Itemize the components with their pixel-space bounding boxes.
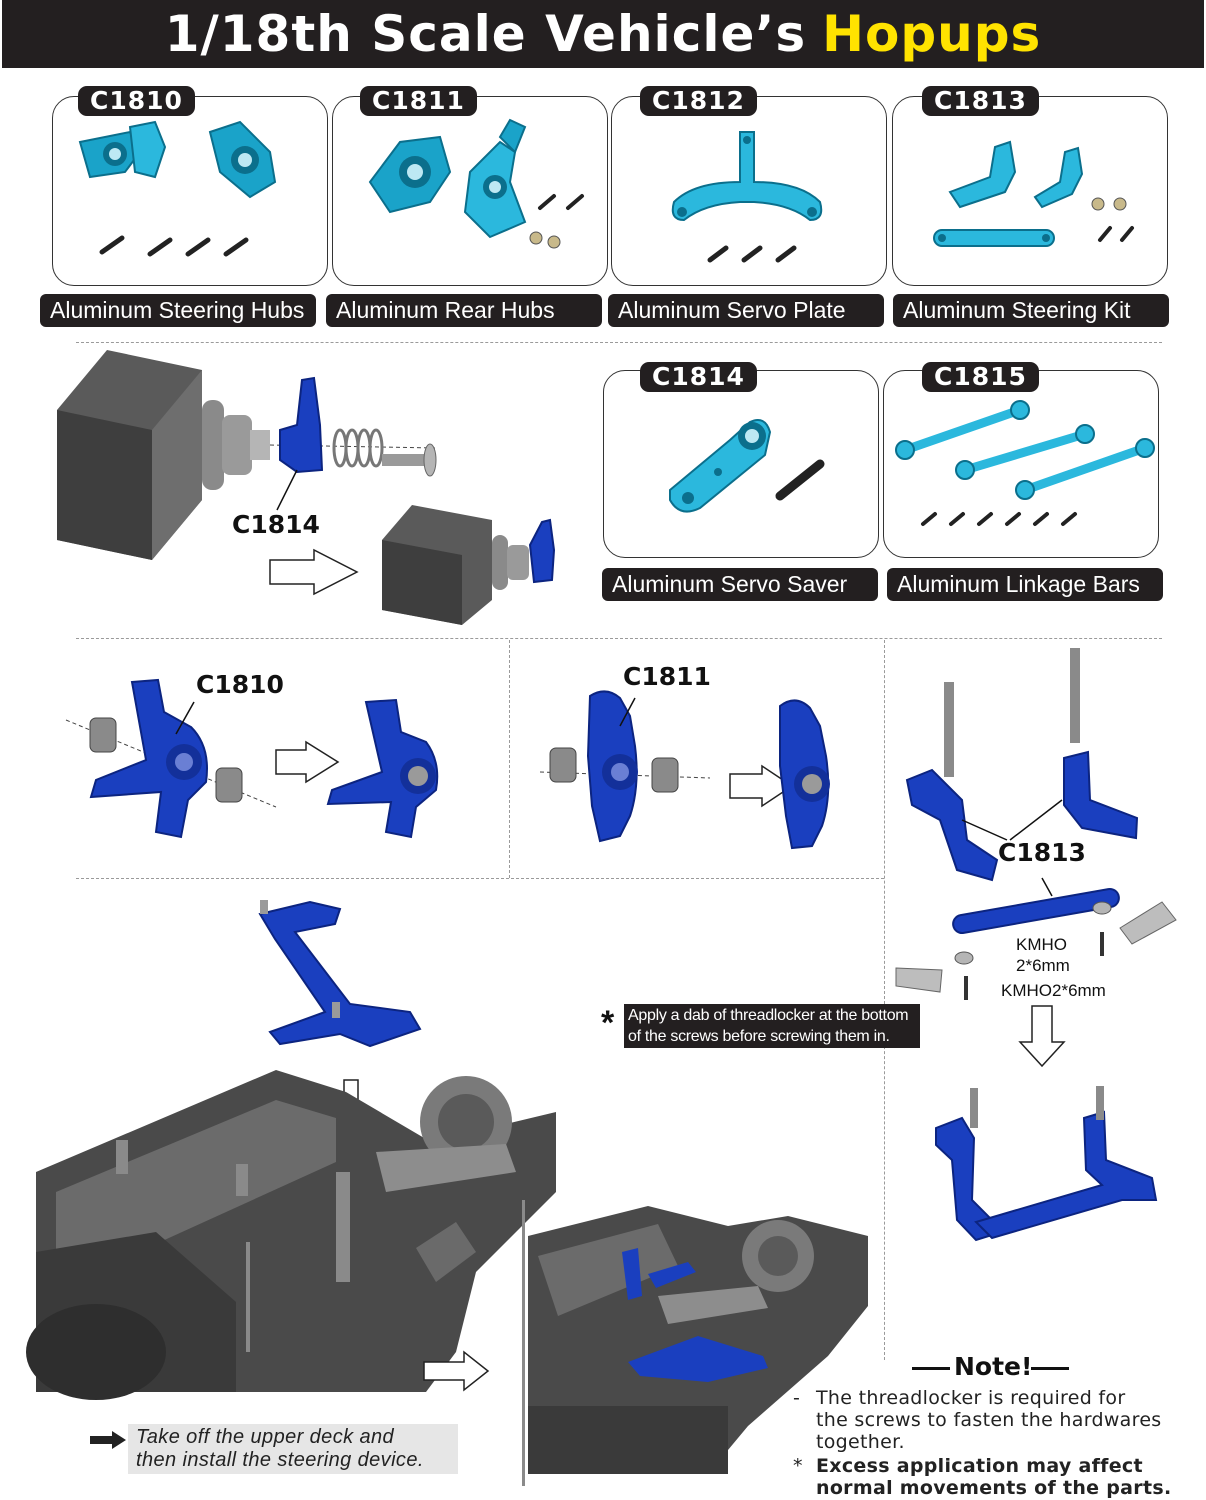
- chassis-before-image: [26, 1070, 556, 1400]
- screw-spec-line-2: 2*6mm: [1016, 956, 1070, 975]
- section-divider: [509, 640, 510, 878]
- rear-hub-diagram-label: C1811: [623, 662, 711, 691]
- note-title: Note!: [954, 1352, 1033, 1381]
- threadlocker-tip: Apply a dab of threadlocker at the botto…: [624, 1004, 920, 1048]
- header-accent: Hopups: [822, 5, 1042, 63]
- product-card-c1813: [892, 96, 1168, 286]
- servo-saver-image: [669, 419, 825, 513]
- steering-hubs-image: [78, 120, 277, 257]
- code-tag-c1811: C1811: [360, 86, 477, 116]
- steering-hub-install-diagram: [65, 678, 439, 839]
- steering-kit-diagram-label: C1813: [998, 838, 1086, 867]
- note-item-2-line-2: normal movements of the parts.: [816, 1477, 1172, 1499]
- linkage-bars-image: [895, 400, 1155, 526]
- note-item-2-line-1: Excess application may affect: [816, 1455, 1143, 1477]
- note-item-2: Excess application may affect normal mov…: [816, 1455, 1196, 1499]
- code-tag-c1814: C1814: [640, 362, 757, 392]
- name-tag-c1814: Aluminum Servo Saver: [602, 568, 878, 601]
- header-title: 1/18th Scale Vehicle’s: [164, 5, 807, 63]
- steering-kit-image: [933, 140, 1134, 247]
- tip-star: *: [601, 1004, 615, 1042]
- right-arrow: [423, 1350, 490, 1392]
- instruction-line-1: Take off the upper deck and: [136, 1426, 395, 1448]
- section-divider: [884, 640, 885, 1360]
- note-rule-left: [912, 1367, 950, 1370]
- note-bullet: -: [793, 1387, 800, 1409]
- servo-saver-exploded-diagram: [57, 350, 556, 625]
- install-instruction: Take off the upper deck and then install…: [128, 1424, 458, 1474]
- rear-hubs-image: [368, 118, 584, 249]
- rear-hub-install-diagram: [539, 690, 830, 850]
- note-item-1-line-2: the screws to fasten the hardwares: [816, 1409, 1162, 1431]
- steering-plate-exploded: [258, 900, 422, 1048]
- page-header: 1/18th Scale Vehicle’s Hopups: [2, 0, 1204, 68]
- instruction-arrow-icon: [90, 1431, 126, 1449]
- chassis-after-image: [528, 1206, 868, 1474]
- code-tag-c1812: C1812: [640, 86, 757, 116]
- name-tag-c1811: Aluminum Rear Hubs: [326, 294, 602, 327]
- note-item-1-line-1: The threadlocker is required for: [816, 1387, 1126, 1409]
- name-tag-c1815: Aluminum Linkage Bars: [887, 568, 1163, 601]
- name-tag-c1812: Aluminum Servo Plate: [608, 294, 884, 327]
- note-item-1: The threadlocker is required for the scr…: [816, 1387, 1196, 1453]
- steering-kit-install-diagram: [895, 648, 1177, 1242]
- servo-plate-image: [671, 131, 823, 263]
- screw-spec-label-1: KMHO 2*6mm: [1016, 934, 1070, 976]
- code-tag-c1810: C1810: [78, 86, 195, 116]
- name-tag-c1810: Aluminum Steering Hubs: [40, 294, 316, 327]
- note-item-1-line-3: together.: [816, 1431, 905, 1453]
- code-tag-c1815: C1815: [922, 362, 1039, 392]
- section-divider: [76, 638, 1162, 639]
- note-bullet: *: [793, 1455, 803, 1477]
- section-divider: [76, 878, 884, 879]
- instruction-line-2: then install the steering device.: [136, 1449, 424, 1471]
- section-divider: [76, 342, 1162, 343]
- tip-line-1: Apply a dab of threadlocker at the botto…: [628, 1007, 909, 1024]
- screw-spec-line-1: KMHO: [1016, 935, 1067, 954]
- steering-hub-diagram-label: C1810: [196, 670, 284, 699]
- servo-saver-diagram-label: C1814: [232, 510, 320, 539]
- note-rule-right: [1031, 1367, 1069, 1370]
- name-tag-c1813: Aluminum Steering Kit: [893, 294, 1169, 327]
- code-tag-c1813: C1813: [922, 86, 1039, 116]
- tip-line-2: of the screws before screwing them in.: [628, 1028, 890, 1045]
- screw-spec-label-2: KMHO2*6mm: [1001, 981, 1106, 1000]
- image-divider: [522, 1200, 525, 1486]
